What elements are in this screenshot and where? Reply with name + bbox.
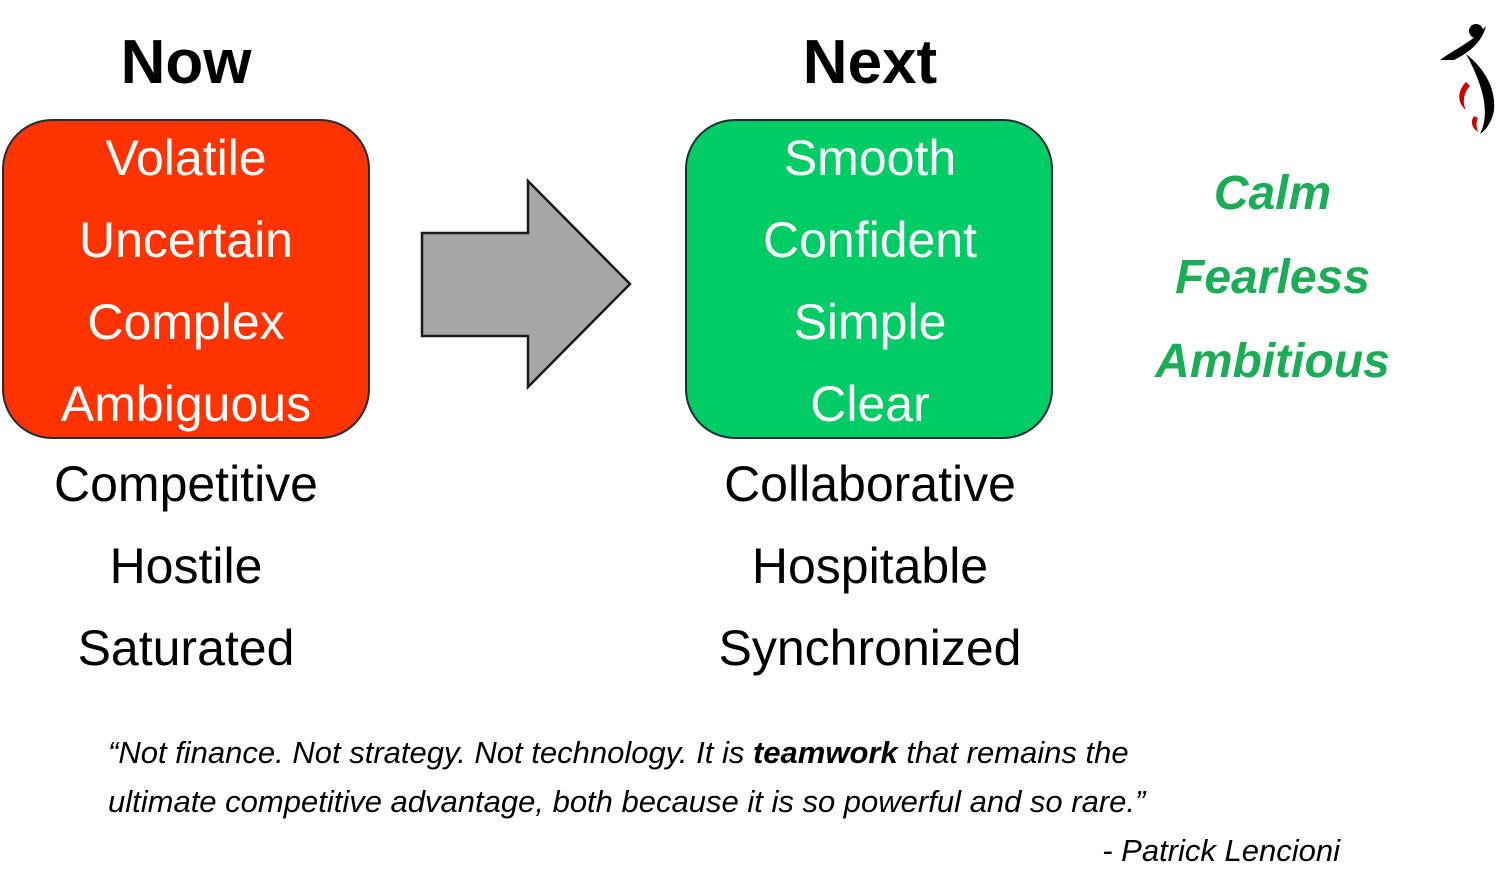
next-box-word-list: Smooth Confident Simple Clear bbox=[684, 117, 1056, 445]
next-below-word: Collaborative bbox=[724, 456, 1016, 512]
logo-body-stroke bbox=[1466, 54, 1495, 134]
quote-text: that remains the bbox=[897, 735, 1129, 770]
next-box-word: Clear bbox=[810, 376, 930, 432]
quote-line-1: “Not finance. Not strategy. Not technolo… bbox=[108, 728, 1348, 777]
now-below-word-list: Competitive Hostile Saturated bbox=[0, 443, 372, 689]
outcome-word: Fearless bbox=[1175, 251, 1370, 304]
quote-block: “Not finance. Not strategy. Not technolo… bbox=[108, 728, 1348, 826]
now-below-word: Hostile bbox=[109, 538, 263, 594]
next-heading: Next bbox=[802, 28, 938, 97]
now-box-word: Uncertain bbox=[79, 212, 293, 268]
now-box-word: Complex bbox=[87, 294, 285, 350]
next-below-word: Hospitable bbox=[751, 538, 989, 594]
next-box-word: Simple bbox=[793, 294, 947, 350]
next-box-word: Smooth bbox=[783, 130, 957, 186]
now-box-word: Volatile bbox=[105, 130, 267, 186]
arrow-shape bbox=[420, 178, 632, 390]
outcome-word-list: Calm Fearless Ambitious bbox=[1120, 152, 1425, 404]
quote-line-2: ultimate competitive advantage, both bec… bbox=[108, 784, 1146, 819]
outcome-word: Ambitious bbox=[1155, 335, 1390, 388]
now-box bbox=[2, 119, 370, 439]
leaping-figure-logo-icon bbox=[1440, 24, 1495, 134]
right-arrow-icon bbox=[420, 178, 632, 390]
now-below-word: Competitive bbox=[54, 456, 318, 512]
outcome-word: Calm bbox=[1213, 167, 1332, 220]
logo-arm-stroke bbox=[1440, 26, 1486, 60]
next-box-word: Confident bbox=[762, 212, 978, 268]
now-below-word: Saturated bbox=[77, 620, 295, 676]
next-box bbox=[685, 119, 1053, 439]
now-box-word-list: Volatile Uncertain Complex Ambiguous bbox=[0, 117, 372, 445]
next-below-word-list: Collaborative Hospitable Synchronized bbox=[684, 443, 1056, 689]
now-box-word: Ambiguous bbox=[60, 376, 312, 432]
quote-emphasis: teamwork bbox=[752, 735, 898, 770]
next-below-word: Synchronized bbox=[718, 620, 1022, 676]
quote-attribution: - Patrick Lencioni bbox=[1102, 833, 1340, 868]
quote-text: “Not finance. Not strategy. Not technolo… bbox=[108, 735, 753, 770]
now-heading: Now bbox=[120, 28, 252, 97]
logo-red-swoosh bbox=[1459, 82, 1470, 110]
logo-red-swoosh-lower bbox=[1471, 116, 1478, 132]
